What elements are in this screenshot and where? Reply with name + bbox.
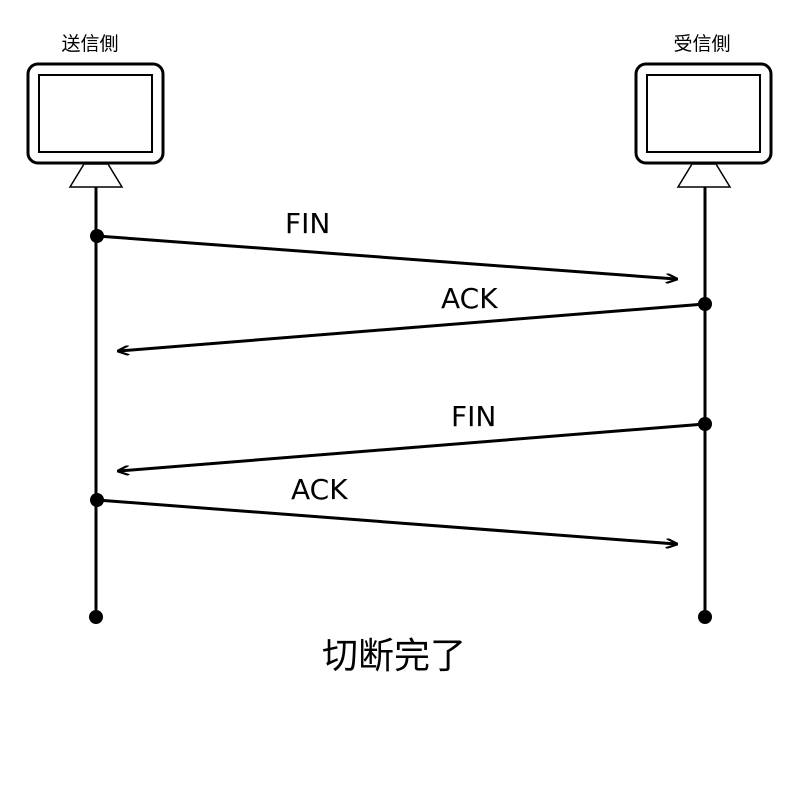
message-4: ACK <box>90 473 676 544</box>
sender-host: 送信側 <box>26 33 165 624</box>
sender-label: 送信側 <box>61 33 118 55</box>
receiver-lifeline-end <box>698 610 712 624</box>
message-3-label: FIN <box>451 400 496 433</box>
footer-text: 切断完了 <box>322 636 466 677</box>
message-1-label: FIN <box>285 207 330 240</box>
message-3-arrow <box>119 422 706 471</box>
message-4-label: ACK <box>291 473 348 506</box>
receiver-host: 受信側 <box>634 33 773 624</box>
message-2-arrow <box>119 302 706 351</box>
message-3: FIN <box>119 400 712 471</box>
message-4-origin-dot <box>90 493 104 507</box>
sender-lifeline-end <box>89 610 103 624</box>
message-2-origin-dot <box>698 297 712 311</box>
message-1: FIN <box>90 207 676 279</box>
receiver-label: 受信側 <box>673 33 730 55</box>
sender-monitor-icon <box>26 62 165 188</box>
receiver-monitor-icon <box>634 62 773 188</box>
message-4-arrow <box>96 498 676 544</box>
message-2-label: ACK <box>441 282 498 315</box>
message-1-origin-dot <box>90 229 104 243</box>
message-1-arrow <box>96 234 676 279</box>
message-2: ACK <box>119 282 712 351</box>
message-3-origin-dot <box>698 417 712 431</box>
